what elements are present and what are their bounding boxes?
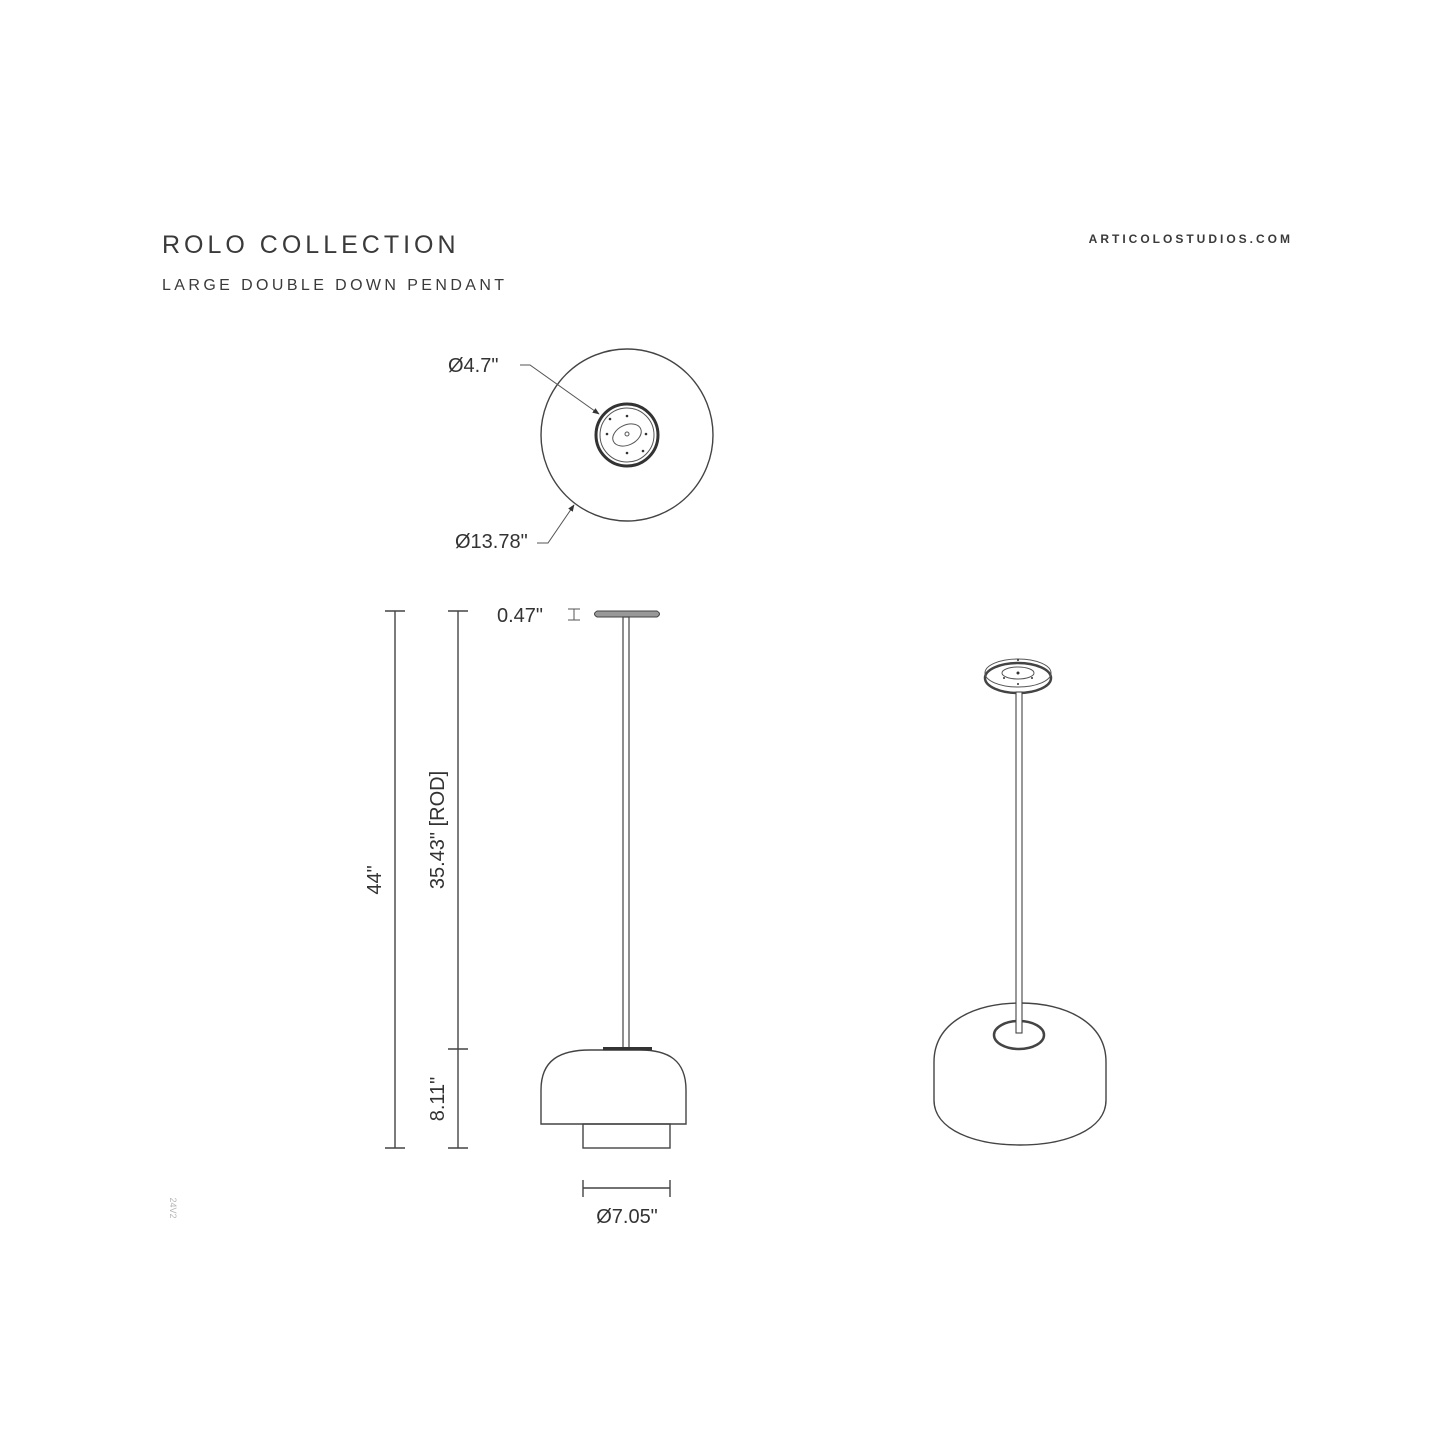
product-subtitle: LARGE DOUBLE DOWN PENDANT <box>162 277 507 294</box>
shade-outline <box>540 348 714 522</box>
canopy-diameter-label: Ø4.7" <box>448 355 498 377</box>
overall-height-dimension <box>385 610 405 1149</box>
thickness-marker <box>568 608 580 621</box>
canopy-side <box>594 610 660 618</box>
top-view-drawing <box>520 348 714 544</box>
rod-side <box>622 616 630 1050</box>
rod-perspective <box>1015 691 1023 1034</box>
diffuser-side <box>582 1123 671 1149</box>
collection-title: ROLO COLLECTION <box>162 231 460 259</box>
canopy-mount-plate <box>612 423 642 447</box>
shade-diameter-label: Ø13.78" <box>455 531 528 553</box>
shade-side <box>540 1049 687 1125</box>
rod-length-label: 35.43" [ROD] <box>427 771 449 889</box>
website-link[interactable]: ARTICOLOSTUDIOS.COM <box>1089 232 1293 246</box>
version-code: 24V2 <box>168 1197 178 1218</box>
side-view-drawing <box>385 608 687 1197</box>
shade-diameter-leader <box>537 504 575 544</box>
perspective-view-drawing <box>933 658 1107 1146</box>
rod-shade-dimension <box>448 610 468 1149</box>
canopy-diameter-leader <box>520 364 600 415</box>
shade-perspective <box>933 1002 1107 1146</box>
diffuser-dimension <box>582 1180 671 1197</box>
shade-height-label: 8.11" <box>427 1077 449 1122</box>
shade-top-plate <box>603 1047 652 1051</box>
canopy-ring <box>594 402 660 468</box>
overall-height-label: 44" <box>364 865 386 894</box>
canopy-thickness-label: 0.47" <box>497 605 543 627</box>
diffuser-diameter-label: Ø7.05" <box>596 1206 658 1228</box>
